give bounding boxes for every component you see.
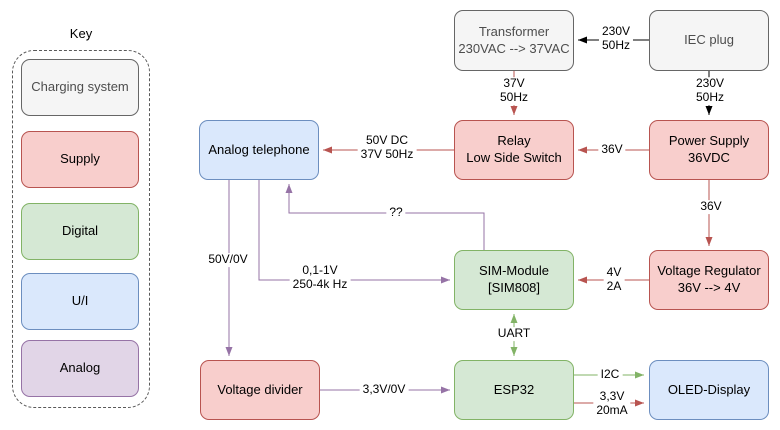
edge-label-sim-to-telephone: ?? <box>386 205 406 220</box>
node-oled-display: OLED-Display <box>649 360 769 420</box>
node-analog-telephone: Analog telephone <box>199 120 319 180</box>
node-relay: Relay Low Side Switch <box>454 120 574 180</box>
node-label: Analog telephone <box>208 141 310 157</box>
node-label: SIM-Module <box>478 263 550 279</box>
node-label: 230VAC --> 37VAC <box>458 40 570 56</box>
node-label: Low Side Switch <box>466 150 562 165</box>
edge-label-sim-esp32-uart: UART <box>494 326 534 341</box>
edge-label-relay-to-telephone: 50V DC 37V 50Hz <box>357 133 417 162</box>
edge-label-esp32-to-oled-power: 3,3V 20mA <box>593 389 631 418</box>
edge-label-iec-to-transformer: 230V 50Hz <box>598 24 634 53</box>
node-label: IEC plug <box>684 32 734 48</box>
edge-label-iec-to-power-supply: 230V 50Hz <box>692 76 728 105</box>
edge-label-esp32-to-oled-i2c: I2C <box>597 367 623 382</box>
key-item-label: Digital <box>61 223 99 239</box>
edge-label-divider-to-esp32: 3,3V/0V <box>359 382 409 397</box>
node-label: OLED-Display <box>667 381 751 397</box>
node-esp32: ESP32 <box>454 360 574 420</box>
node-sim-module: SIM-Module [SIM808] <box>454 250 574 310</box>
node-label: 36VDC <box>688 150 730 165</box>
node-label: 36V --> 4V <box>677 280 741 295</box>
key-item-analog: Analog <box>21 340 139 397</box>
node-label: Voltage Regulator <box>657 263 761 279</box>
node-label: Transformer <box>478 23 550 39</box>
edge-label-transformer-to-relay: 37V 50Hz <box>496 76 532 105</box>
node-label: [SIM808] <box>487 280 541 295</box>
key-item-digital: Digital <box>21 203 139 260</box>
edge-label-regulator-to-sim: 4V 2A <box>603 265 625 294</box>
node-label: Voltage divider <box>217 381 303 397</box>
node-label: ESP32 <box>493 381 535 397</box>
key-item-supply: Supply <box>21 131 139 188</box>
node-label: Relay <box>497 133 531 149</box>
key-item-label: Charging system <box>31 79 129 95</box>
node-label: Power Supply <box>668 133 750 149</box>
key-item-charging-system: Charging system <box>21 59 139 116</box>
edge-label-telephone-to-sim: 0,1-1V 250-4k Hz <box>289 263 351 292</box>
edge-label-power-supply-to-regulator: 36V <box>697 199 725 214</box>
edge-telephone-to-sim <box>258 180 450 284</box>
node-transformer: Transformer 230VAC --> 37VAC <box>454 10 574 71</box>
node-voltage-regulator: Voltage Regulator 36V --> 4V <box>649 250 769 310</box>
key-item-ui: U/I <box>21 273 139 330</box>
edge-label-telephone-to-divider: 50V/0V <box>205 252 251 267</box>
key-item-label: Analog <box>59 360 101 376</box>
key-item-label: Supply <box>60 151 100 167</box>
node-iec-plug: IEC plug <box>649 10 769 71</box>
edge-label-power-supply-to-relay: 36V <box>598 142 626 157</box>
node-power-supply: Power Supply 36VDC <box>649 120 769 180</box>
key-title: Key <box>69 26 93 41</box>
key-item-label: U/I <box>71 293 89 309</box>
key-legend: Charging system Supply Digital U/I Analo… <box>12 50 150 408</box>
node-voltage-divider: Voltage divider <box>200 360 320 420</box>
